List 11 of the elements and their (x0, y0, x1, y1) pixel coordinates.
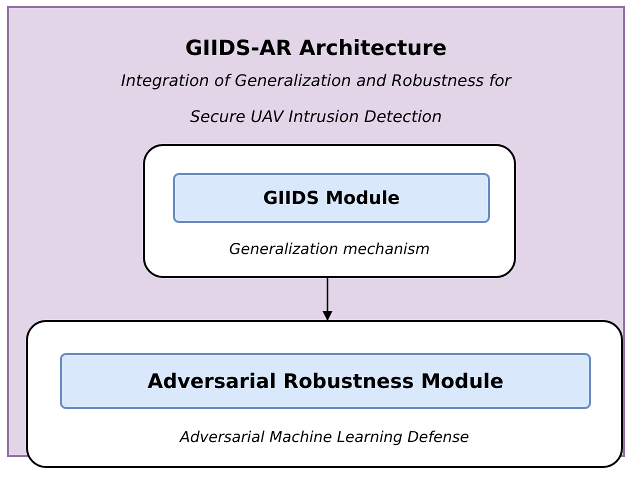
module-caption: Adversarial Machine Learning Defense (178, 426, 470, 448)
subtitle: Integration of Generalization and Robustness for Secure UAV Intrusion Detection (120, 70, 513, 128)
module-title: GIIDS Module (263, 186, 400, 210)
module-caption: Generalization mechanism (228, 238, 431, 260)
arrow (322, 276, 332, 321)
panel-heading: GIIDS-AR Architecture (184, 35, 448, 62)
module-header-box (60, 353, 591, 409)
module-header-box (173, 173, 490, 223)
module-box (143, 144, 516, 278)
module-title: Adversarial Robustness Module (147, 368, 504, 395)
module-box (26, 320, 623, 468)
